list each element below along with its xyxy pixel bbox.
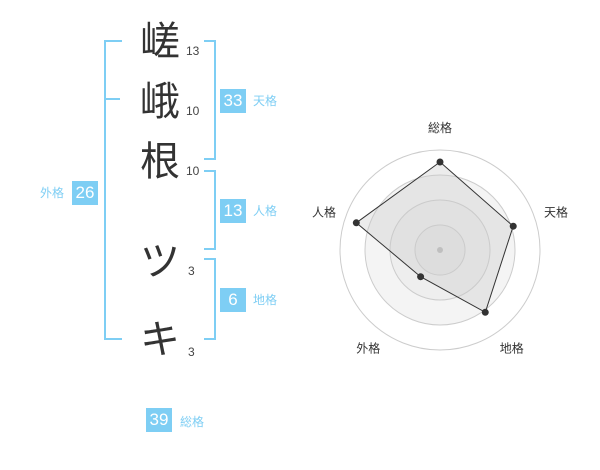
tenkaku-value: 33 [220,89,246,113]
gaikaku-value: 26 [72,181,98,205]
gaikaku-bracket-tick [104,98,120,100]
radar-axis-label: 総格 [428,120,452,135]
jinkaku-value: 13 [220,199,246,223]
jinkaku-label: 人格 [253,204,278,218]
tenkaku-label: 天格 [253,94,278,108]
radar-point [352,219,360,227]
chikaku-value: 6 [220,288,246,312]
radar-point [509,222,517,230]
name-char-2: 峨 [140,79,180,125]
stroke-count-1: 13 [186,44,200,58]
soukaku-value: 39 [146,408,172,432]
stroke-count-5: 3 [188,345,195,359]
radar-polygon [355,161,514,314]
radar-center [437,247,443,253]
soukaku-label: 総格 [180,415,205,429]
radar-axis-label: 天格 [544,204,568,219]
stroke-count-3: 10 [186,164,200,178]
radar-axis-label: 外格 [356,341,380,356]
name-char-1: 嵯 [140,19,180,65]
tenkaku-bracket [204,40,216,160]
radar-axis-label: 地格 [500,341,524,356]
radar-point [481,308,489,316]
name-char-4: ツ [140,239,180,285]
radar-point [436,158,444,166]
chikaku-label: 地格 [253,293,278,307]
gaikaku-bracket [104,40,122,340]
radar-axis-label: 人格 [312,204,336,219]
jinkaku-bracket [204,170,216,250]
stroke-count-4: 3 [188,264,195,278]
chikaku-bracket [204,258,216,340]
gaikaku-label: 外格 [40,186,65,200]
name-char-5: キ [140,317,180,363]
name-char-3: 根 [140,139,180,185]
stroke-count-2: 10 [186,104,200,118]
radar-point [417,273,425,281]
